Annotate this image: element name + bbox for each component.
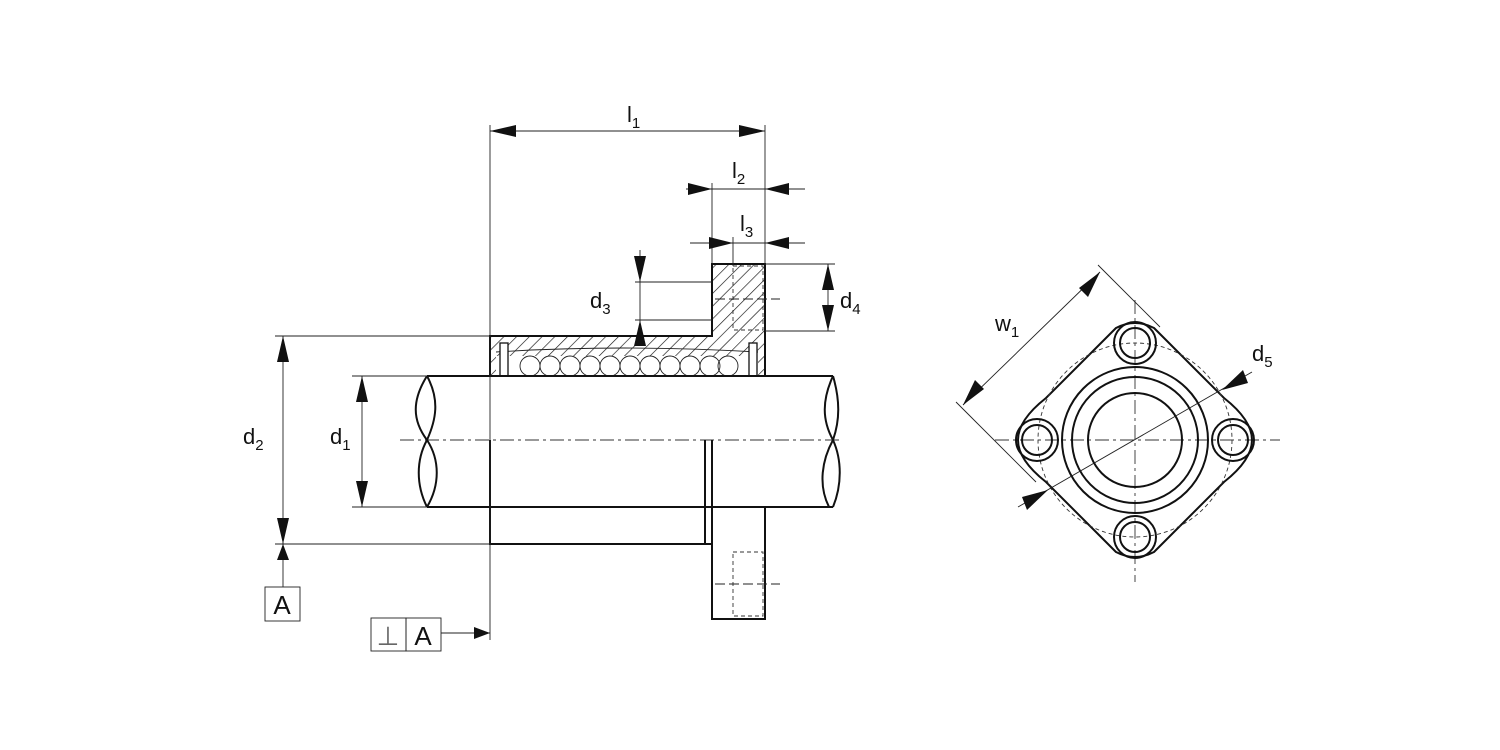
housing-section xyxy=(489,263,780,377)
dimension-d1: d1 xyxy=(330,375,427,508)
svg-text:⊥: ⊥ xyxy=(377,621,400,651)
svg-text:A: A xyxy=(414,621,432,651)
dimension-d3: d3 xyxy=(590,250,712,346)
svg-text:d1: d1 xyxy=(330,424,351,454)
datum-a-frame: A xyxy=(264,544,301,622)
dimension-d5: d5 xyxy=(1017,341,1273,510)
shaft xyxy=(414,375,841,508)
svg-text:l1: l1 xyxy=(627,102,640,132)
svg-text:d5: d5 xyxy=(1252,341,1273,371)
svg-text:d4: d4 xyxy=(840,288,861,318)
dimension-d2: d2 xyxy=(243,335,490,587)
svg-text:l2: l2 xyxy=(732,158,745,188)
side-view: l1 l2 l3 d3 xyxy=(243,102,861,652)
svg-text:A: A xyxy=(273,590,291,620)
dimension-d4: d4 xyxy=(765,263,861,332)
mounting-holes xyxy=(1015,321,1255,559)
dimension-l1: l1 xyxy=(489,102,766,640)
svg-text:d2: d2 xyxy=(243,424,264,454)
svg-text:d3: d3 xyxy=(590,288,611,318)
housing-outline xyxy=(489,440,780,620)
bolt-circle xyxy=(1037,342,1233,538)
perpendicularity-tolerance-frame: ⊥ A xyxy=(370,617,490,652)
dimension-l2: l2 xyxy=(686,158,805,264)
dimension-l3: l3 xyxy=(690,211,805,266)
svg-text:l3: l3 xyxy=(740,211,753,241)
front-view: w1 d5 xyxy=(955,264,1280,582)
dimension-w1: w1 xyxy=(955,264,1161,483)
square-flange xyxy=(1016,322,1254,558)
svg-text:w1: w1 xyxy=(994,311,1019,341)
